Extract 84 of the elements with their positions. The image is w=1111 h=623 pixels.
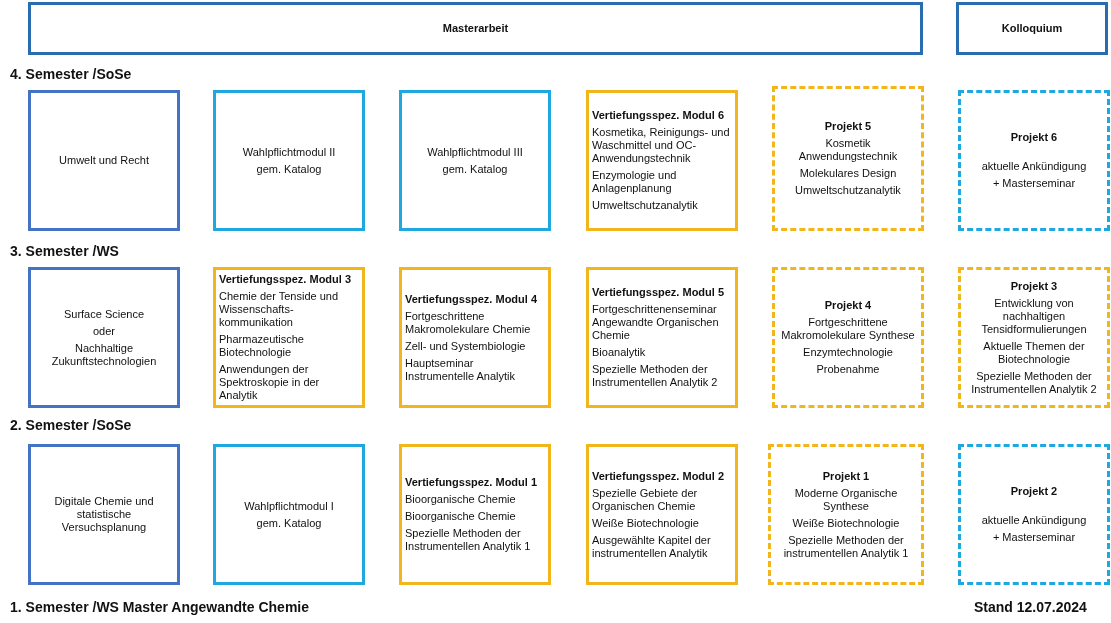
course-name: Umweltschutzanalytik	[794, 184, 902, 197]
course-name: Pharmazeutische Biotechnologie	[219, 333, 305, 359]
course-name: Moderne Organische Synthese	[793, 486, 899, 513]
course-name: Enzymtechnologie	[802, 346, 894, 359]
module-heading: Projekt 3	[1009, 279, 1059, 293]
course-name: Weiße Biotechnologie	[592, 516, 700, 530]
course-name: Spezielle Methoden der Instrumentellen Analytik 2	[592, 363, 719, 389]
module-box	[213, 267, 365, 408]
module-box	[586, 444, 738, 585]
course-name: Chemie der Tenside und Wissenschafts-kommunikation	[219, 290, 340, 329]
project-box	[958, 444, 1110, 585]
module-box	[399, 444, 551, 585]
course-name: Spezielle Methoden der instrumentellen Analytik 1	[782, 533, 910, 560]
course-name: Bioanalytik	[592, 346, 647, 359]
course-name: Nachhaltige Zukunftstechnologien	[50, 341, 158, 368]
course-name: Digitale Chemie und statistische Versuchsplanung	[53, 495, 155, 534]
semester-heading: 1. Semester /WS Master Angewandte Chemie	[10, 599, 310, 615]
module-heading: Projekt 4	[823, 299, 873, 312]
colloquium-box	[956, 2, 1108, 55]
course-name: Molekulares Design	[798, 167, 898, 180]
thesis-box	[28, 2, 923, 55]
module-heading: Projekt 6	[1009, 131, 1059, 144]
course-name: Wahlpflichtmodul I	[243, 499, 335, 513]
course-name: Umweltschutzanalytik	[592, 199, 699, 212]
module-heading: Projekt 1	[821, 469, 871, 483]
course-name: Anwendungen der Spektroskopie in der Analytik	[219, 363, 321, 402]
module-box	[28, 267, 180, 408]
course-name: gem. Katalog	[255, 162, 323, 176]
date-note: Stand 12.07.2024	[974, 599, 1087, 615]
module-box	[28, 444, 180, 585]
course-name: + Masterseminar	[991, 177, 1077, 190]
course-name: Spezielle Methoden der Instrumentellen Analytik 2	[970, 369, 1098, 396]
module-heading: Vertiefungsspez. Modul 6	[592, 109, 726, 122]
course-name: Kosmetika, Reinigungs- und Waschmittel und OC-Anwendungstechnik	[592, 126, 731, 165]
course-name: Aktuelle Themen der Biotechnologie	[982, 339, 1086, 366]
course-name: gem. Katalog	[255, 516, 323, 530]
module-box	[28, 90, 180, 231]
project-box	[958, 90, 1110, 231]
course-name: Bioorganische Chemie	[405, 510, 517, 523]
course-name: Umwelt und Recht	[58, 154, 150, 167]
module-heading: Vertiefungsspez. Modul 5	[592, 286, 726, 299]
course-name: Fortgeschrittene Makromolekulare Synthese	[780, 316, 916, 342]
module-heading: Vertiefungsspez. Modul 3	[219, 273, 353, 286]
module-heading: Projekt 2	[1009, 485, 1059, 498]
course-name: Probenahme	[815, 363, 881, 376]
module-heading: Projekt 5	[823, 120, 873, 133]
module-heading: Vertiefungsspez. Modul 4	[405, 292, 539, 306]
course-name: Spezielle Gebiete der Organischen Chemie	[592, 486, 699, 513]
course-name: Wahlpflichtmodul III	[426, 145, 524, 159]
course-name: Wahlpflichtmodul II	[241, 145, 337, 159]
course-name: Enzymologie und Anlagenplanung	[592, 169, 678, 195]
course-name: Ausgewählte Kapitel der instrumentellen Analytik	[592, 533, 712, 560]
module-box	[213, 444, 365, 585]
module-box	[586, 90, 738, 231]
module-box	[213, 90, 365, 231]
semester-heading: 4. Semester /SoSe	[10, 66, 132, 82]
project-box	[772, 267, 924, 408]
module-box	[399, 90, 551, 231]
course-name: Bioorganische Chemie	[405, 493, 517, 506]
course-name: Zell- und Systembiologie	[405, 339, 527, 353]
project-box	[772, 86, 924, 231]
module-box	[399, 267, 551, 408]
box-title: Masterarbeit	[441, 22, 510, 35]
project-box	[958, 267, 1110, 408]
semester-heading: 2. Semester /SoSe	[10, 417, 132, 433]
box-title: Kolloquium	[1000, 22, 1064, 35]
course-name: Entwicklung von nachhaltigen Tensidformulierungen	[980, 296, 1088, 336]
module-heading: Vertiefungsspez. Modul 2	[592, 469, 726, 483]
course-name: Spezielle Methoden der Instrumentellen Analytik 1	[405, 527, 532, 553]
project-box	[768, 444, 924, 585]
course-name: Surface Science	[62, 307, 146, 321]
module-box	[586, 267, 738, 408]
course-name: Fortgeschrittene Makromolekulare Chemie	[405, 309, 532, 336]
course-name: Fortgeschrittenenseminar Angewandte Organischen Chemie	[592, 303, 720, 342]
course-name: aktuelle Ankündigung	[980, 160, 1088, 173]
module-heading: Vertiefungsspez. Modul 1	[405, 476, 539, 489]
course-name: Weiße Biotechnologie	[791, 516, 901, 530]
course-name: aktuelle Ankündigung	[980, 514, 1088, 527]
course-name: + Masterseminar	[991, 531, 1077, 544]
course-name: Hauptseminar Instrumentelle Analytik	[405, 356, 517, 383]
course-name: gem. Katalog	[441, 162, 509, 176]
course-name: Kosmetik Anwendungstechnik	[797, 137, 899, 163]
course-name: oder	[92, 324, 116, 338]
semester-heading: 3. Semester /WS	[10, 243, 119, 259]
